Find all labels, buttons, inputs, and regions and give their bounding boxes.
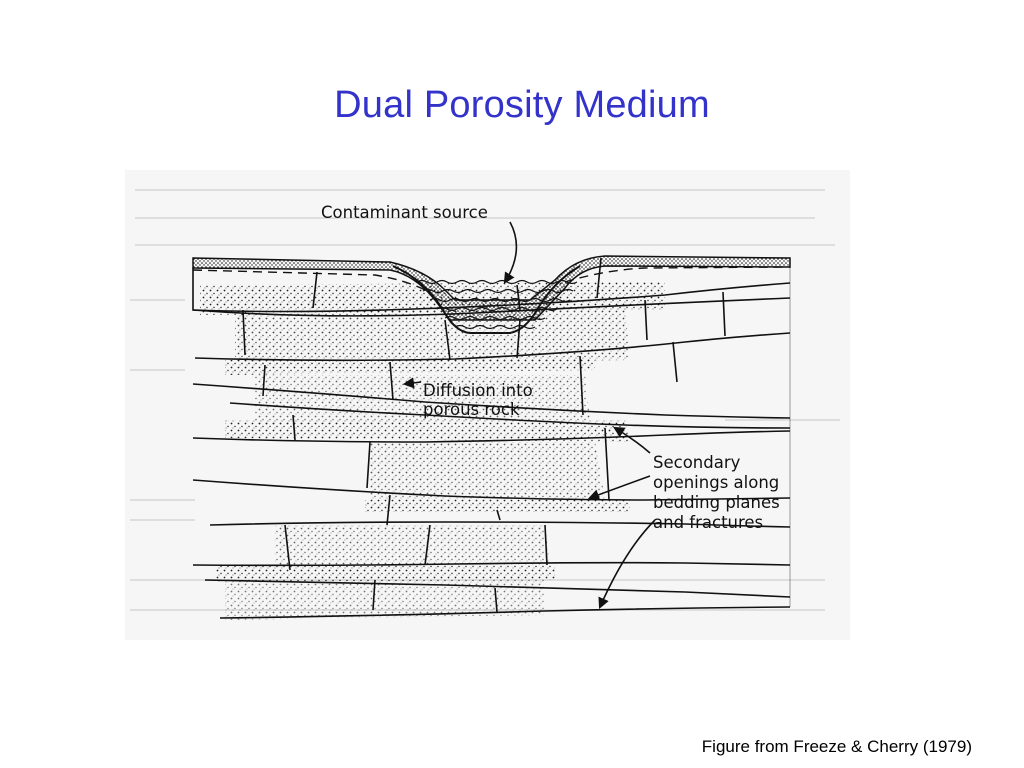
label-diffusion-line2: porous rock	[423, 400, 520, 419]
dual-porosity-figure: Contaminant source Diffusion into porous…	[125, 170, 850, 640]
figure-caption: Figure from Freeze & Cherry (1979)	[701, 737, 972, 756]
label-diffusion-line1: Diffusion into	[423, 381, 533, 400]
bedding-planes	[192, 268, 791, 619]
label-secondary-line3: bedding planes	[653, 493, 780, 512]
secondary-arrow-1	[613, 426, 651, 454]
secondary-arrow-3	[598, 519, 656, 610]
label-secondary-line2: openings along	[653, 473, 779, 492]
label-contaminant-source: Contaminant source	[321, 203, 488, 222]
secondary-arrow-2	[587, 475, 651, 501]
label-secondary-line4: and fractures	[653, 513, 763, 532]
contaminated-zones	[200, 282, 665, 620]
contaminant-arrow	[503, 221, 518, 284]
diffusion-arrow	[402, 377, 422, 389]
vertical-fractures	[242, 257, 726, 613]
label-secondary-line1: Secondary	[653, 453, 741, 472]
slide-title: Dual Porosity Medium	[334, 84, 710, 126]
